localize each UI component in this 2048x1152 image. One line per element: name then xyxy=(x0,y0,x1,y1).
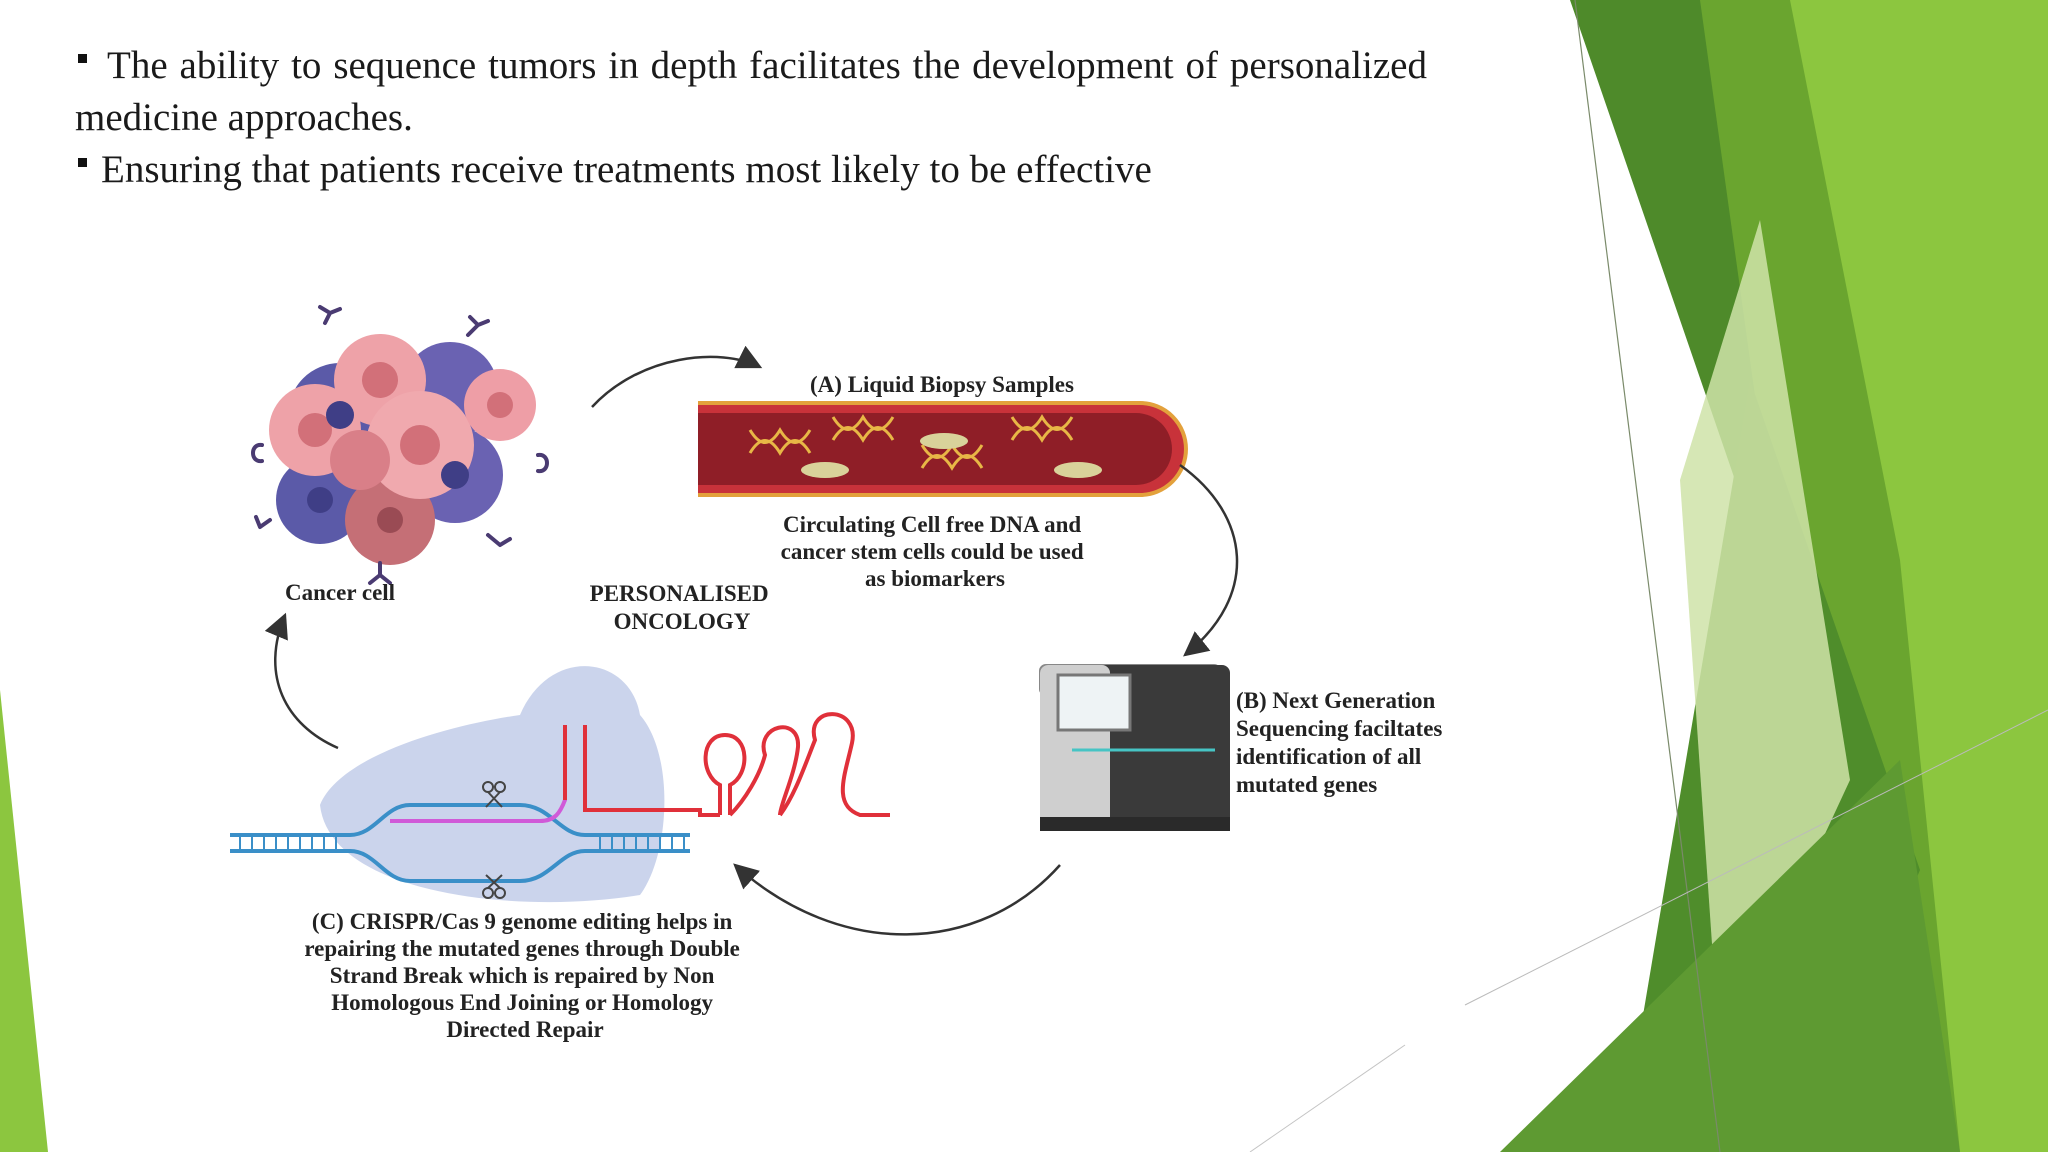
bullet-text-2: Ensuring that patients receive treatment… xyxy=(101,148,1152,191)
liquid-biopsy-title: (A) Liquid Biopsy Samples xyxy=(810,372,1074,397)
right-facet-pale xyxy=(1680,220,1850,1060)
personalised-oncology-diagram: Cancer cell PERSONALISED ONCOLOGY (A) Li… xyxy=(230,305,1448,1042)
caption-b-line-1: (B) Next Generation xyxy=(1236,688,1435,713)
center-label-line-1: PERSONALISED xyxy=(590,581,769,606)
caption-a-line-1: Circulating Cell free DNA and xyxy=(783,512,1081,537)
circulating-cell-icon xyxy=(801,433,1102,478)
cancer-cell-label: Cancer cell xyxy=(285,580,395,605)
arrow-biopsy-to-sequencer xyxy=(1179,463,1239,657)
cancer-cell-cluster-icon xyxy=(251,305,549,585)
scissors-icon xyxy=(482,781,506,899)
guide-rna-icon xyxy=(390,712,890,823)
caption-a-line-2: cancer stem cells could be used xyxy=(781,539,1084,564)
right-facet-light xyxy=(1790,0,2048,1152)
caption-a-line-3: as biomarkers xyxy=(865,566,1005,591)
thin-line-2 xyxy=(1464,709,2048,1006)
bullet-item-2: Ensuring that patients receive treatment… xyxy=(75,144,1427,196)
crispr-cas9-complex-icon xyxy=(230,666,890,903)
dna-fragment-icon xyxy=(748,414,1074,471)
bullet-item-1: The ability to sequence tumors in depth … xyxy=(75,40,1427,144)
caption-b-line-3: identification of all xyxy=(1236,744,1421,769)
thin-line-1 xyxy=(1574,0,1721,1152)
arrow-crispr-to-cancer xyxy=(264,612,339,750)
center-label-line-2: ONCOLOGY xyxy=(614,609,751,634)
bullet-text-1: The ability to sequence tumors in depth … xyxy=(75,44,1427,139)
caption-c-line-5: Directed Repair xyxy=(446,1017,603,1042)
center-label: PERSONALISED ONCOLOGY xyxy=(590,581,775,634)
square-bullet-icon xyxy=(78,54,87,63)
caption-c-line-1: (C) CRISPR/Cas 9 genome editing helps in xyxy=(312,909,733,934)
dna-double-strand-icon xyxy=(230,803,690,883)
bullet-list: The ability to sequence tumors in depth … xyxy=(75,40,1427,196)
sequencer-machine-icon xyxy=(1039,664,1230,831)
crispr-caption: (C) CRISPR/Cas 9 genome editing helps in… xyxy=(304,909,745,1042)
caption-c-line-3: Strand Break which is repaired by Non xyxy=(330,963,715,988)
blood-vessel-icon xyxy=(698,401,1188,497)
right-facet-bottom xyxy=(1500,760,1960,1152)
liquid-biopsy-caption: Circulating Cell free DNA and cancer ste… xyxy=(781,512,1090,591)
left-green-facet xyxy=(0,690,48,1152)
caption-c-line-4: Homologous End Joining or Homology xyxy=(331,990,713,1015)
caption-c-line-2: repairing the mutated genes through Doub… xyxy=(304,936,740,961)
arrow-sequencer-to-crispr xyxy=(733,863,1061,936)
thin-line-3 xyxy=(1249,1044,1406,1152)
sequencing-caption: (B) Next Generation Sequencing faciltate… xyxy=(1236,688,1448,797)
square-bullet-icon xyxy=(78,158,87,167)
caption-b-line-4: mutated genes xyxy=(1236,772,1377,797)
arrow-cancer-to-biopsy xyxy=(591,345,763,408)
caption-b-line-2: Sequencing faciltates xyxy=(1236,716,1442,741)
